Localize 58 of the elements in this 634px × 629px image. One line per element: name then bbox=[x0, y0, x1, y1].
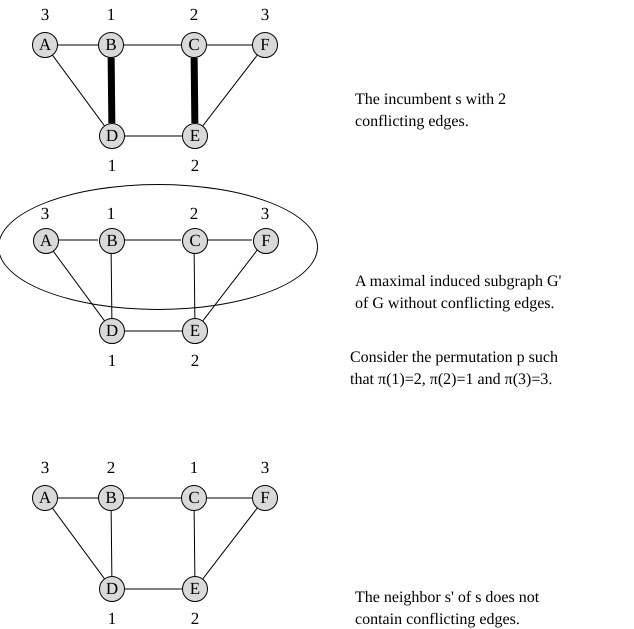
vertex-circle: A bbox=[32, 32, 58, 58]
graph-edge bbox=[194, 252, 196, 318]
vertex-circle: D bbox=[99, 576, 125, 602]
graph-edge bbox=[190, 58, 198, 124]
graph-edge bbox=[202, 508, 258, 580]
color-number: 3 bbox=[40, 459, 50, 477]
graph-edge bbox=[108, 58, 116, 124]
graph-edge bbox=[52, 250, 105, 322]
vertex-circle: D bbox=[99, 123, 125, 149]
vertex-circle: E bbox=[182, 318, 208, 344]
vertex-circle: C bbox=[182, 228, 208, 254]
color-number: 3 bbox=[260, 205, 270, 223]
caption-text: The neighbor s' of s does not contain conflicting edges. bbox=[355, 588, 540, 629]
vertex-circle: F bbox=[252, 32, 278, 58]
vertex-circle: C bbox=[181, 32, 207, 58]
graph-edge bbox=[58, 44, 98, 46]
graph-edge bbox=[194, 510, 196, 576]
graph-edge bbox=[124, 44, 182, 46]
color-number: 1 bbox=[106, 610, 118, 628]
vertex-circle: B bbox=[98, 32, 124, 58]
caption-text: The incumbent s with 2 conflicting edges. bbox=[355, 90, 508, 132]
graph-edge bbox=[124, 330, 182, 332]
vertex-circle: B bbox=[98, 485, 124, 511]
caption-text: A maximal induced subgraph G' of G without conflicting edges. bbox=[355, 272, 562, 314]
graph-edge bbox=[206, 44, 252, 46]
graph-edge bbox=[124, 588, 182, 590]
color-number: 2 bbox=[188, 6, 200, 24]
vertex-circle: E bbox=[182, 576, 208, 602]
vertex-circle: D bbox=[99, 318, 125, 344]
vertex-circle: A bbox=[33, 228, 59, 254]
color-number: 1 bbox=[106, 205, 116, 223]
color-number: 3 bbox=[40, 205, 50, 223]
color-number: 2 bbox=[190, 352, 200, 370]
graph-edge bbox=[202, 54, 258, 126]
color-number: 3 bbox=[260, 459, 270, 477]
color-number: 3 bbox=[40, 6, 50, 24]
color-number: 1 bbox=[106, 352, 118, 370]
vertex-circle: C bbox=[181, 485, 207, 511]
vertex-circle: B bbox=[99, 228, 125, 254]
vertex-circle: F bbox=[252, 485, 278, 511]
subgraph-ellipse bbox=[0, 184, 318, 310]
color-number: 2 bbox=[106, 459, 116, 477]
color-number: 2 bbox=[188, 205, 200, 223]
graph-edge bbox=[52, 54, 105, 126]
graph-edge bbox=[110, 252, 112, 318]
color-number: 2 bbox=[190, 157, 200, 175]
vertex-circle: F bbox=[253, 228, 279, 254]
caption-text: Consider the permutation p such that π(1)=2, π(2)=1 and π(3)=3. bbox=[350, 348, 559, 390]
color-number: 2 bbox=[190, 610, 200, 628]
vertex-circle: E bbox=[182, 123, 208, 149]
vertex-circle: A bbox=[32, 485, 58, 511]
color-number: 1 bbox=[106, 157, 118, 175]
graph-edge bbox=[52, 508, 105, 580]
color-number: 1 bbox=[188, 459, 200, 477]
color-number: 3 bbox=[260, 6, 270, 24]
graph-edge bbox=[110, 510, 112, 576]
color-number: 1 bbox=[106, 6, 116, 24]
graph-edge bbox=[202, 250, 258, 322]
